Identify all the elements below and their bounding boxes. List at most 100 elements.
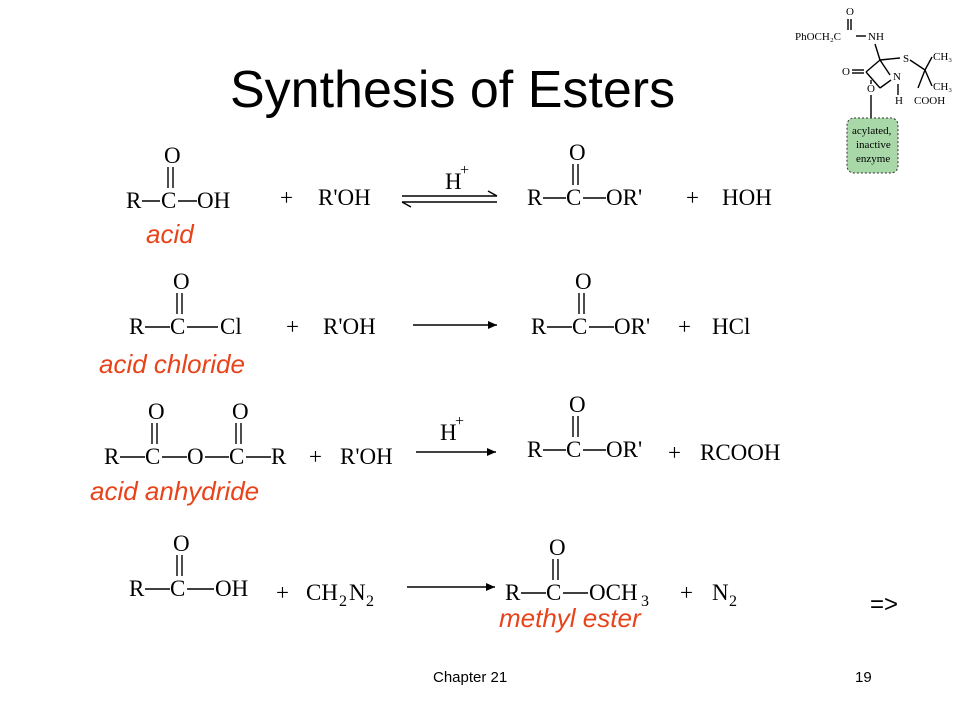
reaction-acid-anhydride: R C O O C O R + R'OH H + R C O OR' + RCO… — [90, 392, 781, 506]
r1-r: R — [126, 188, 142, 213]
r3-obridge: O — [187, 444, 204, 469]
r3-plus2: + — [668, 440, 681, 465]
penicillin-structure: PhOCH₂C O NH S CH₃ CH₃ N O H COOH O acyl… — [795, 6, 952, 174]
pen-bond — [865, 59, 881, 73]
next-slide-link[interactable]: => — [870, 591, 898, 618]
r3-prod-c: C — [566, 437, 581, 462]
r2-c: C — [170, 314, 185, 339]
r4-prod-r: R — [505, 580, 521, 605]
arrow-head — [401, 201, 412, 208]
r4-reagent-n: N — [349, 580, 366, 605]
r3-prod-o: O — [569, 392, 586, 417]
r2-prod-o: O — [575, 269, 592, 294]
r1-plus2: + — [686, 185, 699, 210]
r3-catalyst: H — [440, 420, 457, 445]
r4-plus1: + — [276, 580, 289, 605]
pen-cooh: COOH — [914, 95, 945, 107]
r2-prod-or: OR' — [614, 314, 650, 339]
pen-s: S — [903, 53, 909, 65]
r2-plus1: + — [286, 314, 299, 339]
r3-r2: R — [271, 444, 287, 469]
r4-plus2: + — [680, 580, 693, 605]
r1-prod-o: O — [569, 140, 586, 165]
r4-c: C — [170, 576, 185, 601]
enzyme-blob — [846, 117, 899, 174]
pen-o-link: O — [867, 83, 875, 95]
pen-bond — [879, 57, 901, 61]
label-acid: acid — [146, 219, 195, 249]
r1-catalyst: H — [445, 169, 462, 194]
r4-reagent-sub2: 2 — [366, 593, 374, 610]
slide-title: Synthesis of Esters — [230, 61, 675, 119]
r4-r: R — [129, 576, 145, 601]
r4-reagent-sub1: 2 — [339, 593, 347, 610]
enzyme-line1: acylated, — [852, 125, 892, 137]
r4-byproduct-sub: 2 — [729, 593, 737, 610]
r3-c1: C — [145, 444, 160, 469]
r3-byproduct: RCOOH — [700, 440, 781, 465]
r3-c2: C — [229, 444, 244, 469]
pen-ch3-bot: CH₃ — [933, 81, 952, 93]
r4-prod-och: OCH — [589, 580, 638, 605]
pen-h: H — [895, 95, 903, 107]
reaction-methyl-ester: R C O OH + CH 2 N 2 R C O OCH 3 + N 2 me… — [129, 531, 737, 633]
pen-bond — [865, 71, 881, 89]
arrow-head — [487, 448, 496, 456]
reaction-acid: R C O OH + R'OH H + R C O OR' + HOH acid — [126, 140, 772, 249]
reaction-acid-chloride: R C O Cl + R'OH R C O OR' + HCl acid chl… — [99, 269, 750, 379]
pen-bond — [924, 56, 933, 71]
r1-oh: OH — [197, 188, 230, 213]
r3-prod-r: R — [527, 437, 543, 462]
r4-prod-c: C — [546, 580, 561, 605]
label-methyl-ester: methyl ester — [499, 603, 642, 633]
r4-prod-sub: 3 — [641, 593, 649, 610]
pen-bond — [879, 59, 891, 76]
r3-o2: O — [232, 399, 249, 424]
r1-plus1: + — [280, 185, 293, 210]
page-number: 19 — [855, 669, 872, 686]
pen-bond — [879, 79, 892, 89]
label-acid-anhydride: acid anhydride — [90, 476, 259, 506]
r4-o: O — [173, 531, 190, 556]
r3-r1: R — [104, 444, 120, 469]
pen-bond — [917, 69, 926, 89]
r1-byproduct: HOH — [722, 185, 772, 210]
r4-reagent-ch: CH — [306, 580, 338, 605]
pen-o-top: O — [846, 6, 854, 18]
r2-reagent: R'OH — [323, 314, 376, 339]
r3-plus1: + — [309, 444, 322, 469]
r2-prod-r: R — [531, 314, 547, 339]
arrow-head — [487, 190, 498, 197]
pen-bond — [909, 59, 926, 71]
pen-bond — [874, 43, 881, 61]
r3-prod-or: OR' — [606, 437, 642, 462]
enzyme-line3: enzyme — [856, 153, 890, 165]
r2-cl: Cl — [220, 314, 242, 339]
r3-reagent: R'OH — [340, 444, 393, 469]
pen-ch3-top: CH₃ — [933, 51, 952, 63]
r4-byproduct: N — [712, 580, 729, 605]
r3-o1: O — [148, 399, 165, 424]
pen-nh: NH — [868, 31, 884, 43]
phoch2c-text: PhOCH₂C — [795, 31, 841, 43]
r1-reagent: R'OH — [318, 185, 371, 210]
r2-r: R — [129, 314, 145, 339]
r1-prod-or: OR' — [606, 185, 642, 210]
r1-catalyst-sup: + — [460, 162, 469, 179]
arrow-head — [488, 321, 497, 329]
r1-prod-c: C — [566, 185, 581, 210]
footer-chapter: Chapter 21 — [433, 669, 507, 686]
r1-c: C — [161, 188, 176, 213]
enzyme-line2: inactive — [856, 139, 891, 151]
r4-prod-o: O — [549, 535, 566, 560]
r1-prod-r: R — [527, 185, 543, 210]
pen-bond — [924, 69, 933, 87]
r3-catalyst-sup: + — [455, 413, 464, 430]
r1-o: O — [164, 143, 181, 168]
label-acid-chloride: acid chloride — [99, 349, 245, 379]
r2-plus2: + — [678, 314, 691, 339]
arrow-head — [486, 583, 495, 591]
r2-prod-c: C — [572, 314, 587, 339]
